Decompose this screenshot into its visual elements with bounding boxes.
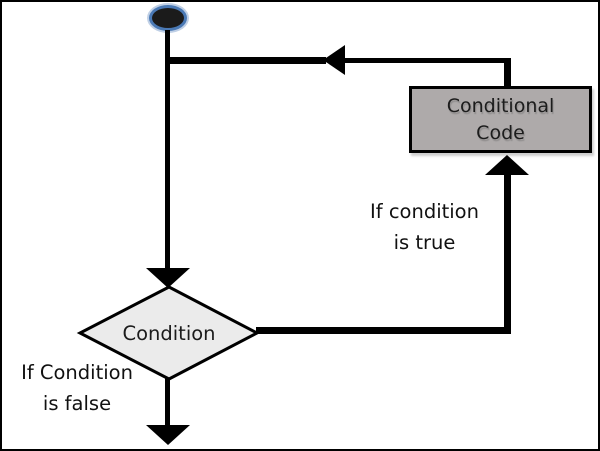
edge-loopback-left-segment — [166, 57, 326, 64]
conditional-code-box: Conditional Code — [409, 86, 592, 153]
true-branch-label-line1: If condition — [370, 200, 479, 223]
arrow-down-exit-icon — [146, 425, 190, 445]
arrow-down-icon — [146, 268, 190, 288]
false-branch-label-line1: If Condition — [21, 361, 133, 384]
start-node-ellipse — [149, 5, 187, 31]
true-branch-label-line2: is true — [393, 231, 456, 254]
arrow-up-icon — [485, 155, 529, 175]
edge-false-vertical — [165, 378, 170, 426]
false-branch-label-line2: is false — [42, 392, 112, 415]
edge-start-to-condition — [165, 30, 170, 268]
condition-label: Condition — [122, 322, 215, 345]
arrow-left-icon — [323, 45, 345, 75]
edge-loopback-right-segment — [344, 58, 511, 63]
false-branch-label: If Condition is false — [2, 357, 152, 419]
edge-true-horizontal — [256, 327, 511, 334]
conditional-code-label-line1: Conditional — [446, 94, 555, 117]
conditional-code-label-line2: Code — [476, 121, 525, 144]
edge-loopback-corner — [504, 58, 511, 87]
true-branch-label: If condition is true — [342, 196, 507, 258]
edge-true-vertical — [504, 173, 511, 334]
condition-diamond: Condition — [76, 285, 261, 381]
